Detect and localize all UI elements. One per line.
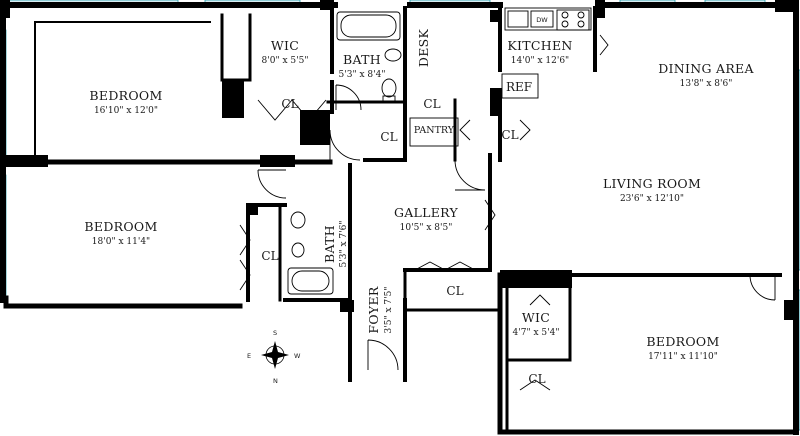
bedroom-w-name: BEDROOM bbox=[84, 219, 157, 234]
gallery-name: GALLERY bbox=[394, 205, 459, 220]
kitchen-size: 14'0" x 12'6" bbox=[511, 56, 569, 66]
bedroom-se-name: BEDROOM bbox=[646, 334, 719, 349]
kitchen-appliances bbox=[409, 7, 592, 147]
desk-name: DESK bbox=[416, 29, 431, 68]
kitchen-name: KITCHEN bbox=[507, 38, 572, 53]
foyer-name: FOYER bbox=[366, 286, 381, 333]
bath-w-name: BATH bbox=[322, 225, 337, 263]
closet-label: CL bbox=[281, 97, 298, 111]
compass-w: W bbox=[294, 352, 301, 360]
ref-label: REF bbox=[506, 80, 532, 94]
bedroom-se-size: 17'11" x 11'10" bbox=[648, 352, 718, 362]
bedroom-w-size: 18'0" x 11'4" bbox=[92, 237, 150, 247]
wic-n-size: 8'0" x 5'5" bbox=[262, 56, 309, 66]
compass-e: E bbox=[247, 352, 251, 360]
dining-name: DINING AREA bbox=[658, 61, 754, 76]
pantry-label: PANTRY bbox=[414, 125, 455, 136]
bath-n-name: BATH bbox=[343, 52, 381, 67]
compass-s: S bbox=[273, 329, 277, 337]
dw-label: DW bbox=[536, 16, 548, 24]
compass-n: N bbox=[273, 377, 278, 385]
closet-label: CL bbox=[261, 249, 278, 263]
closet-label: CL bbox=[446, 284, 463, 298]
columns bbox=[0, 0, 799, 320]
wic-s-size: 4'7" x 5'4" bbox=[513, 328, 560, 338]
gallery-size: 10'5" x 8'5" bbox=[400, 223, 453, 233]
foyer-size: 3'5" x 7'5" bbox=[384, 287, 394, 334]
closet-label: CL bbox=[528, 372, 545, 386]
wic-s-name: WIC bbox=[522, 310, 550, 325]
bedroom-nw-name: BEDROOM bbox=[89, 88, 162, 103]
bath-fixtures bbox=[287, 11, 402, 295]
room-labels: BEDROOM 16'10" x 12'0" WIC 8'0" x 5'5" B… bbox=[84, 29, 754, 362]
compass-icon: S N E W bbox=[247, 329, 301, 385]
door-swings bbox=[239, 34, 776, 391]
bath-n-size: 5'3" x 8'4" bbox=[339, 70, 386, 80]
bath-w-size: 5'3" x 7'6" bbox=[339, 221, 349, 268]
dining-size: 13'8" x 8'6" bbox=[680, 79, 733, 89]
wic-n-name: WIC bbox=[271, 38, 299, 53]
closet-label: CL bbox=[501, 128, 518, 142]
closet-labels: CL CL CL CL CL CL CL PANTRY REF DW bbox=[261, 16, 548, 386]
living-name: LIVING ROOM bbox=[603, 176, 701, 191]
closet-label: CL bbox=[423, 97, 440, 111]
bedroom-nw-size: 16'10" x 12'0" bbox=[94, 106, 158, 116]
closet-label: CL bbox=[380, 130, 397, 144]
living-size: 23'6" x 12'10" bbox=[620, 194, 684, 204]
